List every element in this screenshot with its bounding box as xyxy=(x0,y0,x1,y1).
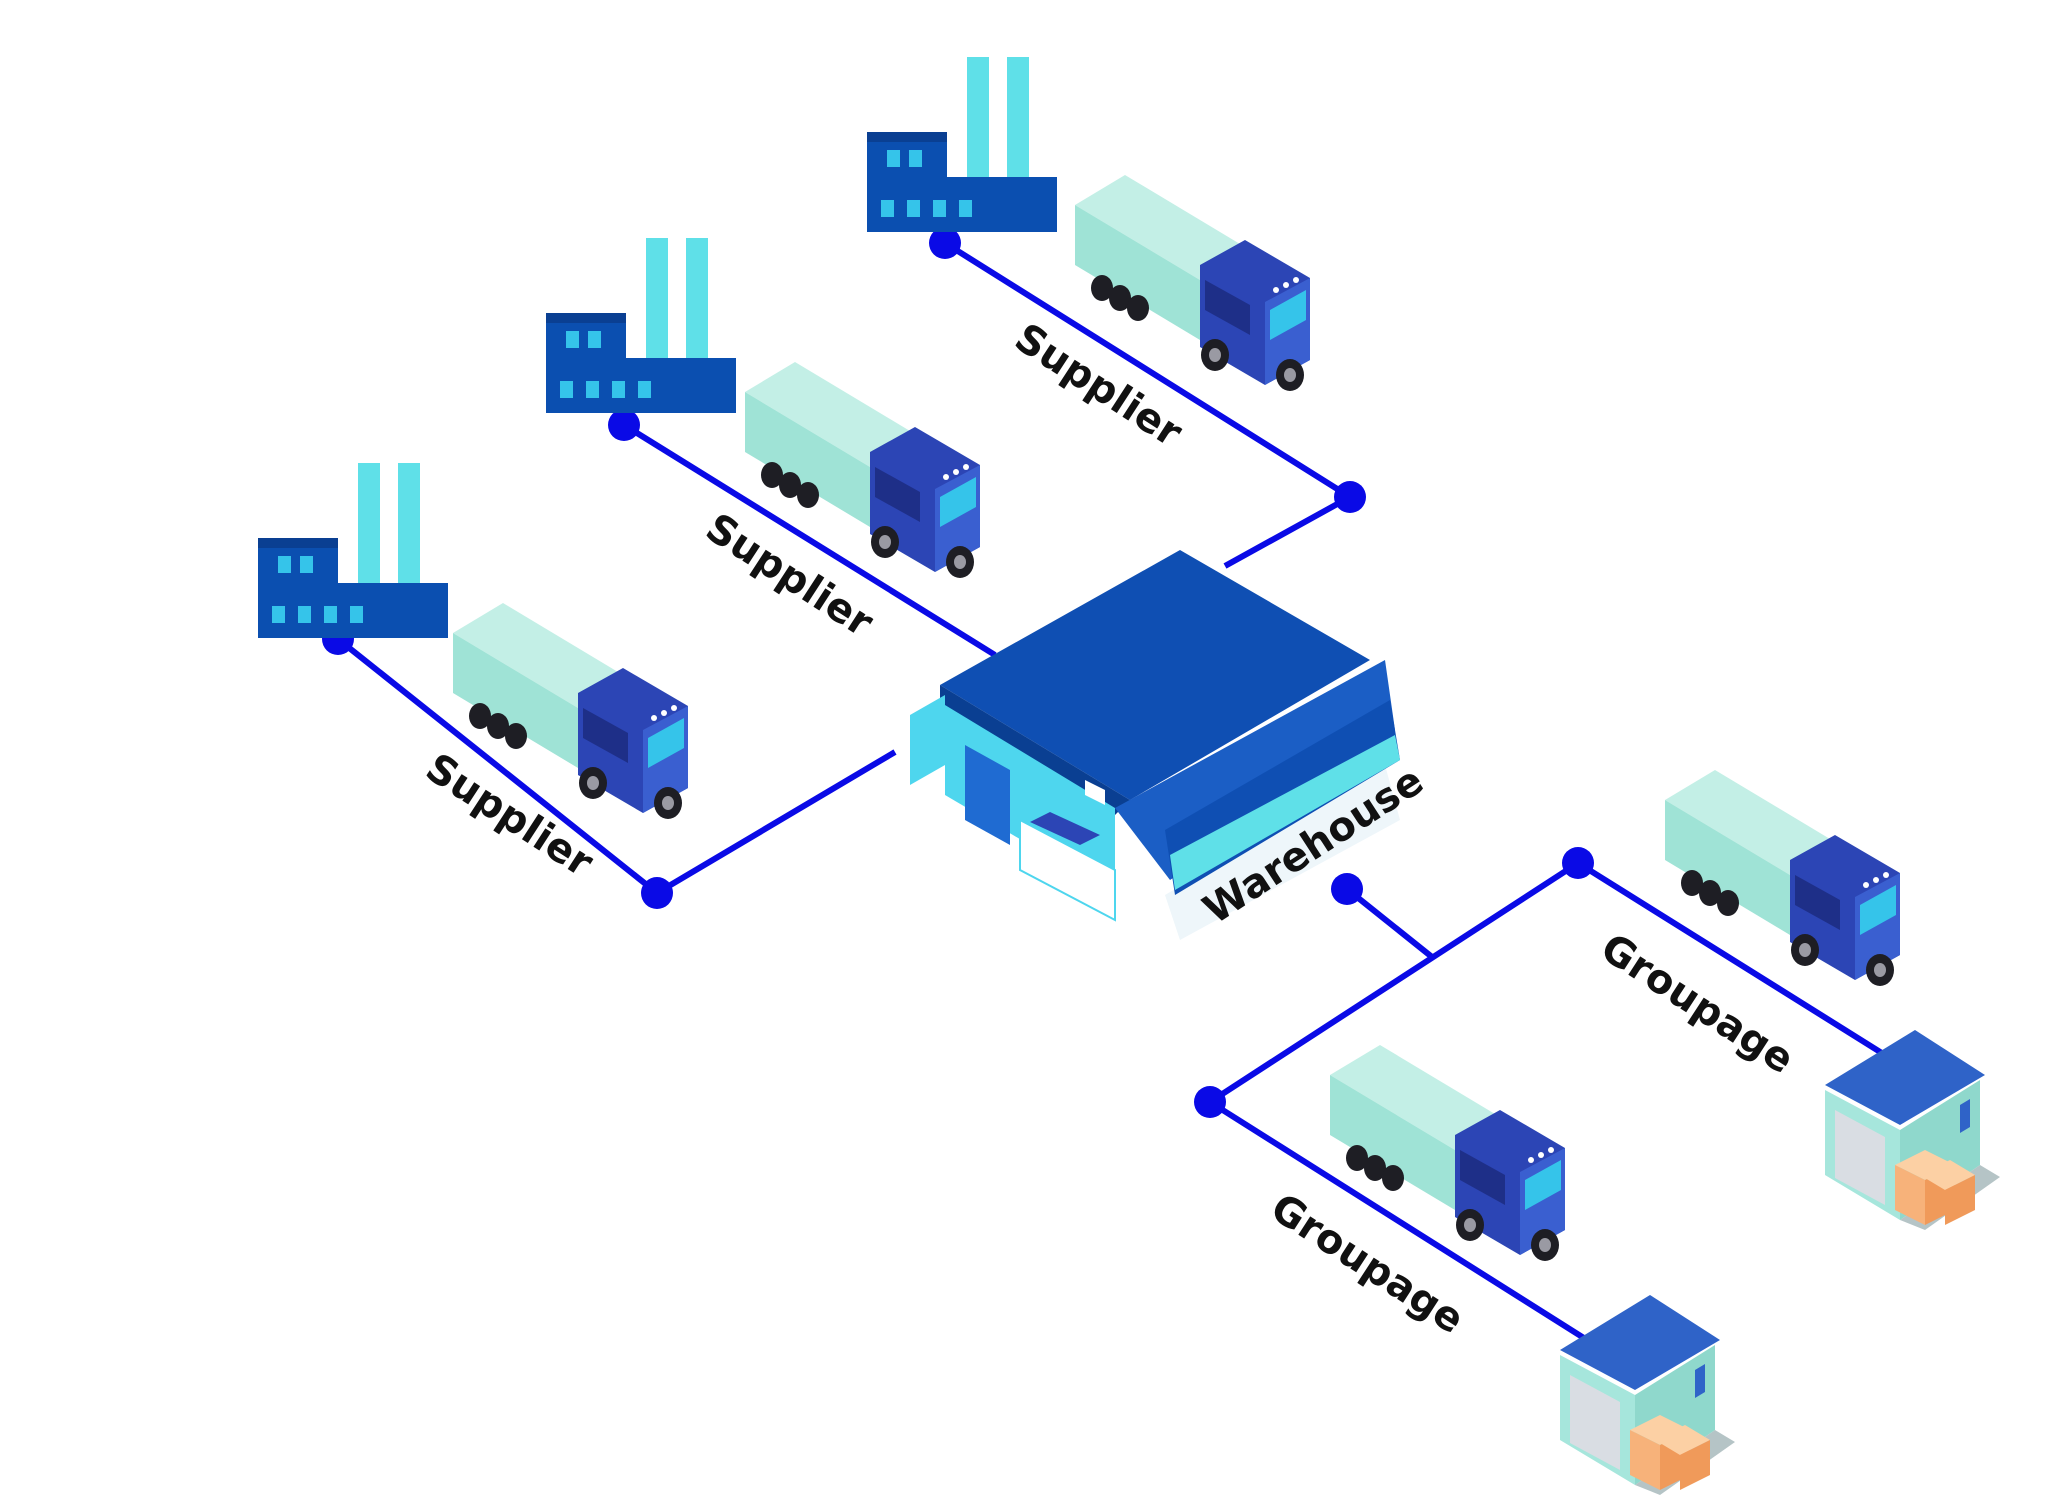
node-dot xyxy=(1194,1086,1226,1118)
connector-nodes xyxy=(322,227,1594,1118)
node-dot xyxy=(1334,481,1366,513)
node-dot xyxy=(608,409,640,441)
supplier-label: Supplier xyxy=(418,745,602,887)
truck-icon xyxy=(1330,1045,1565,1261)
factory-icon xyxy=(258,463,448,638)
connector-supplier-2 xyxy=(622,422,997,658)
node-dot xyxy=(1331,873,1363,905)
truck-icon xyxy=(1665,770,1900,986)
node-dot xyxy=(929,227,961,259)
connector-groupage-trunk xyxy=(1208,860,1580,1105)
connector-groupage-1 xyxy=(1576,860,1887,1058)
depot-icon xyxy=(1560,1295,1735,1495)
depot-icon xyxy=(1825,1030,2000,1230)
warehouse-icon xyxy=(910,550,1400,940)
truck-icon xyxy=(1075,175,1310,391)
groupage-label: Groupage xyxy=(1593,925,1802,1083)
factory-icon xyxy=(546,238,736,413)
groupage-label: Groupage xyxy=(1263,1185,1472,1343)
connector-groupage-2 xyxy=(1208,1099,1597,1348)
node-dot xyxy=(641,877,673,909)
node-dot xyxy=(1562,847,1594,879)
connector-hub-junction xyxy=(1345,886,1434,960)
factory-icon xyxy=(867,57,1057,232)
